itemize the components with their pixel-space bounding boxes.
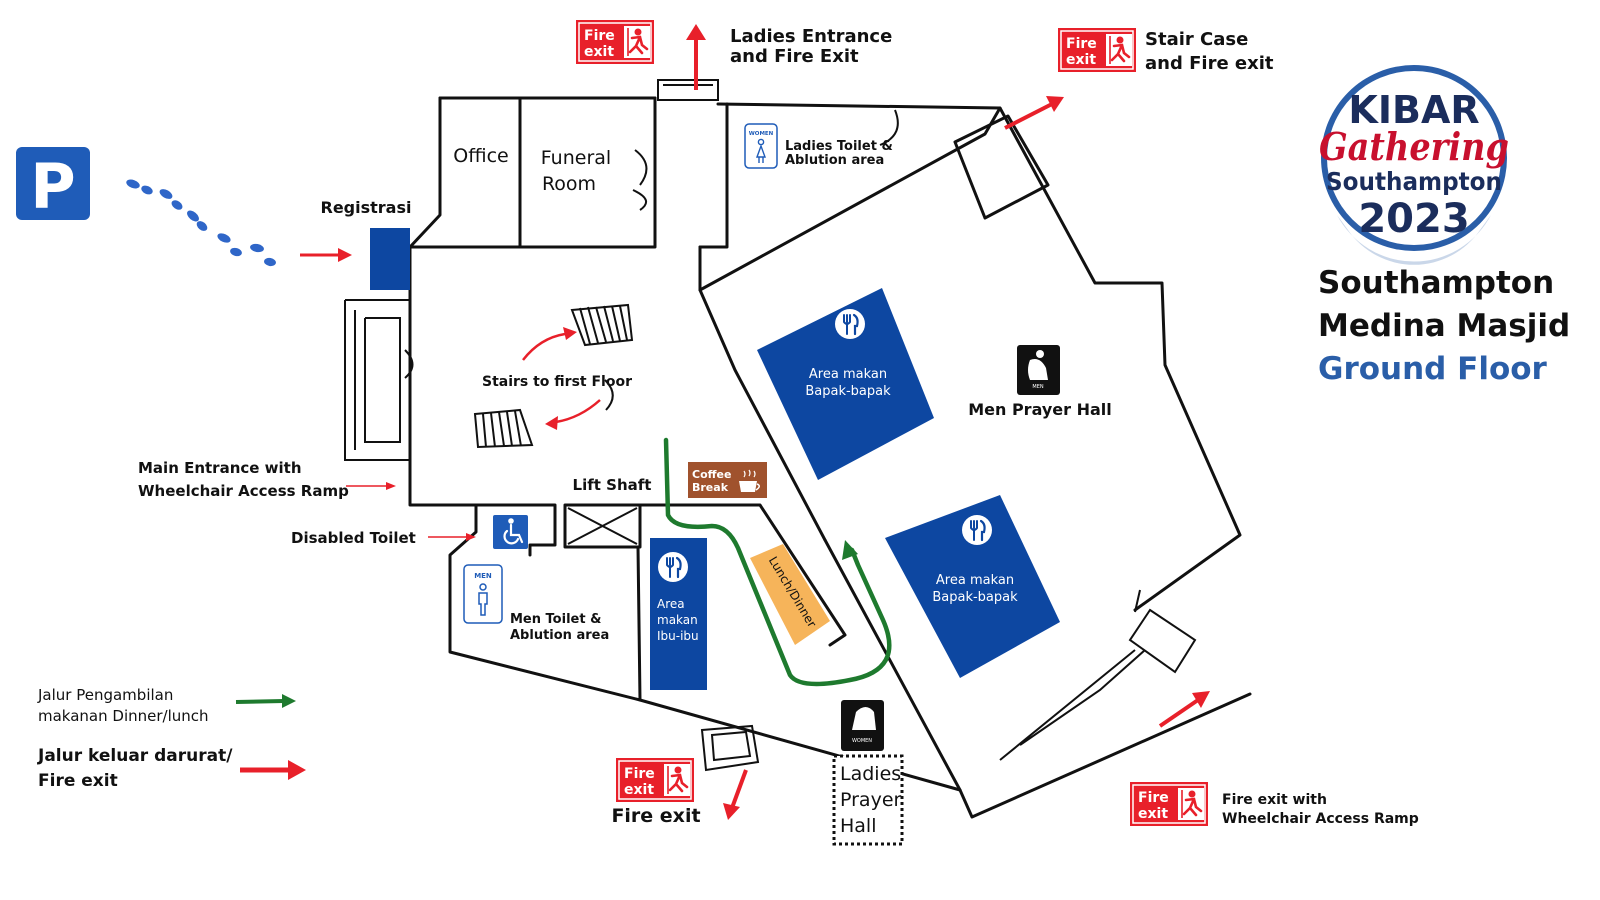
fire-sign-3-line1: Fire (624, 766, 655, 782)
ladies-toilet-label-2: Ablution area (785, 153, 884, 168)
logo-word-1: KIBAR (1348, 88, 1479, 132)
fire-sign-1-line2: exit (584, 44, 614, 60)
title-line-2: Medina Masjid (1318, 308, 1571, 344)
registrasi-label: Registrasi (321, 198, 412, 217)
men-toilet-label-2: Ablution area (510, 628, 609, 643)
coffee-cup-icon (739, 469, 760, 492)
women-prayer-sign-text: WOMEN (852, 738, 872, 744)
women-dining-area: Area makan Ibu-ibu (650, 538, 707, 690)
women-dining-label-1: Area (657, 597, 685, 611)
man-praying-icon: MEN (1017, 345, 1060, 395)
ramp-exit-label-1: Fire exit with (1222, 792, 1327, 808)
funeral-room-label-1: Funeral (541, 147, 611, 169)
parking-icon: P (16, 147, 90, 223)
fire-exit-bottom: Fire exit Fire exit (611, 756, 748, 827)
coffee-break-sign: Coffee Break (688, 462, 767, 498)
ladies-prayer-label-3: Hall (840, 815, 877, 837)
women-sign-text: WOMEN (749, 131, 774, 137)
fire-exit-top: Fire exit Ladies Entrance and Fire Exit (574, 18, 892, 90)
stairs-arrow-down (555, 399, 601, 424)
top-exit-label-2: and Fire Exit (730, 46, 859, 67)
men-dining-1-label-1: Area makan (809, 367, 887, 382)
ladies-prayer-label-2: Prayer (840, 789, 902, 811)
fire-sign-2-line2: exit (1066, 52, 1096, 68)
fire-sign-4-line2: exit (1138, 806, 1168, 822)
coffee-label-2: Break (692, 481, 729, 494)
parking-symbol: P (30, 150, 75, 223)
men-prayer-hall-label: Men Prayer Hall (968, 400, 1112, 419)
bottom-exit-label: Fire exit (611, 805, 700, 827)
men-toilet-label-1: Men Toilet & (510, 612, 601, 627)
fire-exit-stair: Fire exit Stair Case and Fire exit (1004, 26, 1274, 130)
legend-fire-route-1: Jalur keluar darurat/ (37, 746, 233, 766)
stairs-arrow-up (522, 332, 566, 361)
ladies-prayer-hall-box (832, 754, 904, 846)
men-dining-2-label-2: Bapak-bapak (932, 590, 1018, 605)
lift-shaft-label: Lift Shaft (573, 476, 652, 494)
office-label: Office (453, 145, 508, 167)
wheelchair-icon (493, 515, 528, 549)
logo-word-2: Gathering (1319, 124, 1509, 169)
main-entrance-label-1: Main Entrance with (138, 459, 302, 477)
fire-sign-4-line1: Fire (1138, 790, 1169, 806)
legend: Jalur Pengambilan makanan Dinner/lunch J… (37, 686, 306, 791)
registrasi-desk (370, 228, 410, 290)
stair-exit-label-1: Stair Case (1145, 29, 1248, 50)
main-entrance-label-2: Wheelchair Access Ramp (138, 482, 349, 500)
legend-green-arrow (235, 699, 285, 704)
kibar-gathering-logo: KIBAR Gathering Southampton 2023 (1319, 65, 1509, 265)
stair-exit-label-2: and Fire exit (1145, 53, 1274, 74)
men-dining-2-label-1: Area makan (936, 573, 1014, 588)
arrow-to-registrasi (300, 248, 352, 262)
stairs-lower (473, 408, 534, 449)
building-outline (344, 79, 1252, 819)
ladies-toilet-label-1: Ladies Toilet & (785, 139, 893, 154)
legend-food-route-2: makanan Dinner/lunch (38, 707, 209, 725)
funeral-room-label-2: Room (542, 173, 596, 195)
coffee-label-1: Coffee (692, 468, 731, 481)
men-prayer-sign-text: MEN (1032, 384, 1043, 390)
top-exit-label-1: Ladies Entrance (730, 26, 892, 47)
food-route-path (663, 437, 892, 687)
title-line-3: Ground Floor (1318, 351, 1547, 387)
woman-praying-icon: WOMEN (841, 700, 884, 751)
men-dining-1-label-2: Bapak-bapak (805, 384, 891, 399)
women-dining-label-3: Ibu-ibu (657, 629, 699, 643)
stairs-upper (570, 303, 634, 347)
ramp-exit-label-2: Wheelchair Access Ramp (1222, 811, 1419, 827)
ladies-prayer-label-1: Ladies (840, 763, 901, 785)
fire-sign-2-line1: Fire (1066, 36, 1097, 52)
men-dining-area-2: Area makan Bapak-bapak (885, 495, 1060, 678)
men-toilet-icon: MEN (463, 564, 503, 624)
stairs-label: Stairs to first Floor (482, 374, 632, 390)
title-line-1: Southampton (1318, 265, 1555, 301)
disabled-toilet-label: Disabled Toilet (291, 529, 416, 547)
map-title: Southampton Medina Masjid Ground Floor (1318, 262, 1588, 391)
footprints-icon (126, 179, 276, 267)
women-dining-label-2: makan (657, 613, 698, 627)
fire-exit-ramp: Fire exit Fire exit with Wheelchair Acce… (1128, 691, 1419, 828)
logo-word-3: Southampton (1326, 167, 1502, 196)
fire-sign-3-line2: exit (624, 782, 654, 798)
fire-sign-1-line1: Fire (584, 28, 615, 44)
men-sign-text: MEN (474, 572, 492, 580)
legend-fire-route-2: Fire exit (38, 771, 118, 791)
legend-food-route-1: Jalur Pengambilan (37, 686, 173, 704)
logo-year: 2023 (1358, 196, 1469, 242)
women-toilet-icon: WOMEN (744, 123, 778, 169)
men-dining-area-1: Area makan Bapak-bapak (757, 288, 934, 480)
